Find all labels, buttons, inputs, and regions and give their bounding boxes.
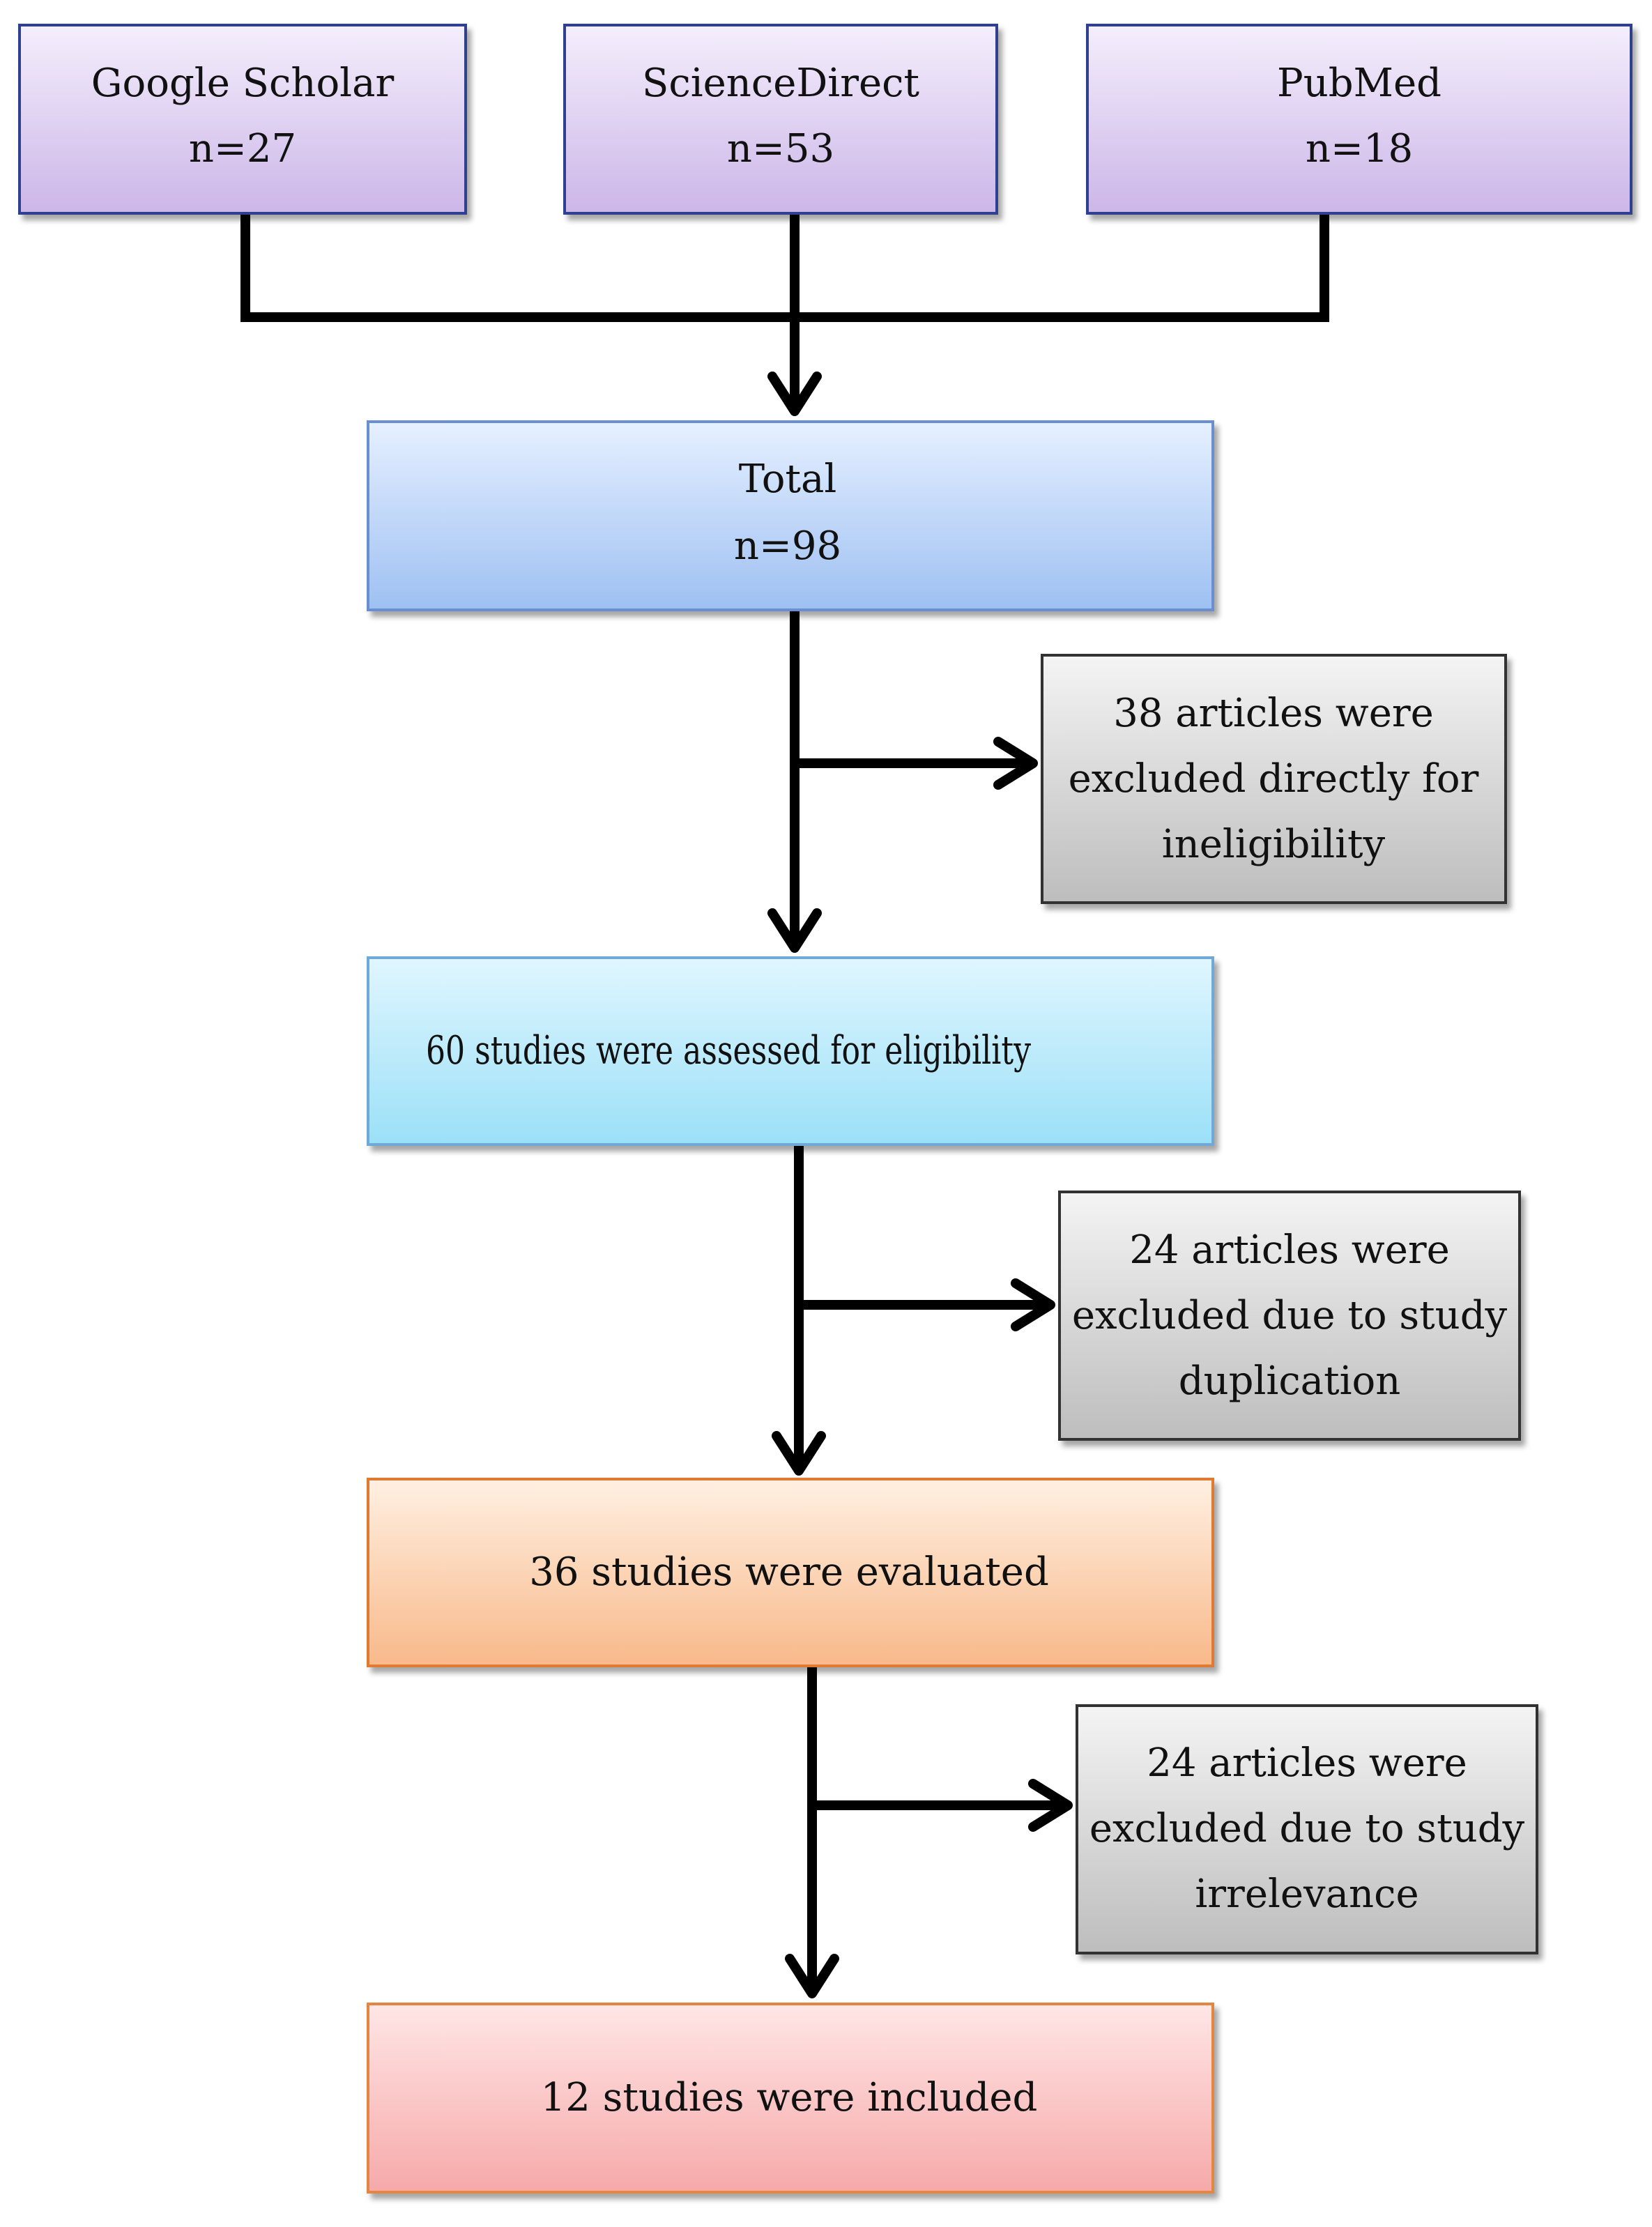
exclusion-text-line-1: 24 articles were [1129, 1227, 1450, 1273]
evaluated-label: 36 studies were evaluated [529, 1549, 1049, 1595]
exclusion-text-line-2: excluded due to study [1072, 1293, 1508, 1338]
source-count: n=53 [727, 126, 834, 171]
exclusion-box-irrelevance: 24 articles were excluded due to study i… [1076, 1704, 1538, 1954]
arrowhead-to-assessed [767, 908, 822, 953]
assessed-label: 60 studies were assessed for eligibility [426, 1028, 1031, 1073]
total-box: Total n=98 [367, 420, 1214, 611]
arrowhead-to-exclusion-1 [993, 737, 1038, 790]
exclusion-text-line-1: 38 articles were [1113, 691, 1434, 736]
exclusion-text-line-3: duplication [1179, 1359, 1401, 1404]
arrowhead-to-evaluated [772, 1431, 826, 1476]
source-box-sciencedirect: ScienceDirect n=53 [563, 24, 998, 215]
arrowhead-to-included [785, 1954, 839, 1998]
included-label: 12 studies were included [541, 2075, 1038, 2120]
total-label: Total [739, 457, 837, 502]
arrowhead-to-exclusion-3 [1028, 1779, 1073, 1832]
arrowhead-to-total [767, 372, 822, 416]
exclusion-text-line-3: ineligibility [1162, 822, 1386, 867]
exclusion-text-line-2: excluded due to study [1089, 1806, 1525, 1851]
source-box-google-scholar: Google Scholar n=27 [18, 24, 467, 215]
total-count: n=98 [734, 523, 841, 569]
arrowhead-to-exclusion-2 [1011, 1278, 1055, 1331]
exclusion-box-duplication: 24 articles were excluded due to study d… [1058, 1191, 1521, 1441]
source-count: n=18 [1306, 126, 1413, 171]
source-name: Google Scholar [91, 61, 395, 106]
included-box: 12 studies were included [367, 2003, 1214, 2194]
exclusion-text-line-1: 24 articles were [1147, 1740, 1467, 1786]
source-count: n=27 [189, 126, 296, 171]
evaluated-box: 36 studies were evaluated [367, 1478, 1214, 1667]
exclusion-box-ineligibility: 38 articles were excluded directly for i… [1041, 654, 1507, 904]
source-box-pubmed: PubMed n=18 [1086, 24, 1632, 215]
exclusion-text-line-3: irrelevance [1195, 1872, 1418, 1917]
assessed-box: 60 studies were assessed for eligibility [367, 956, 1214, 1146]
exclusion-text-line-2: excluded directly for [1069, 756, 1479, 802]
source-name: ScienceDirect [642, 61, 919, 106]
connectors [240, 208, 1329, 1998]
source-name: PubMed [1277, 61, 1441, 106]
